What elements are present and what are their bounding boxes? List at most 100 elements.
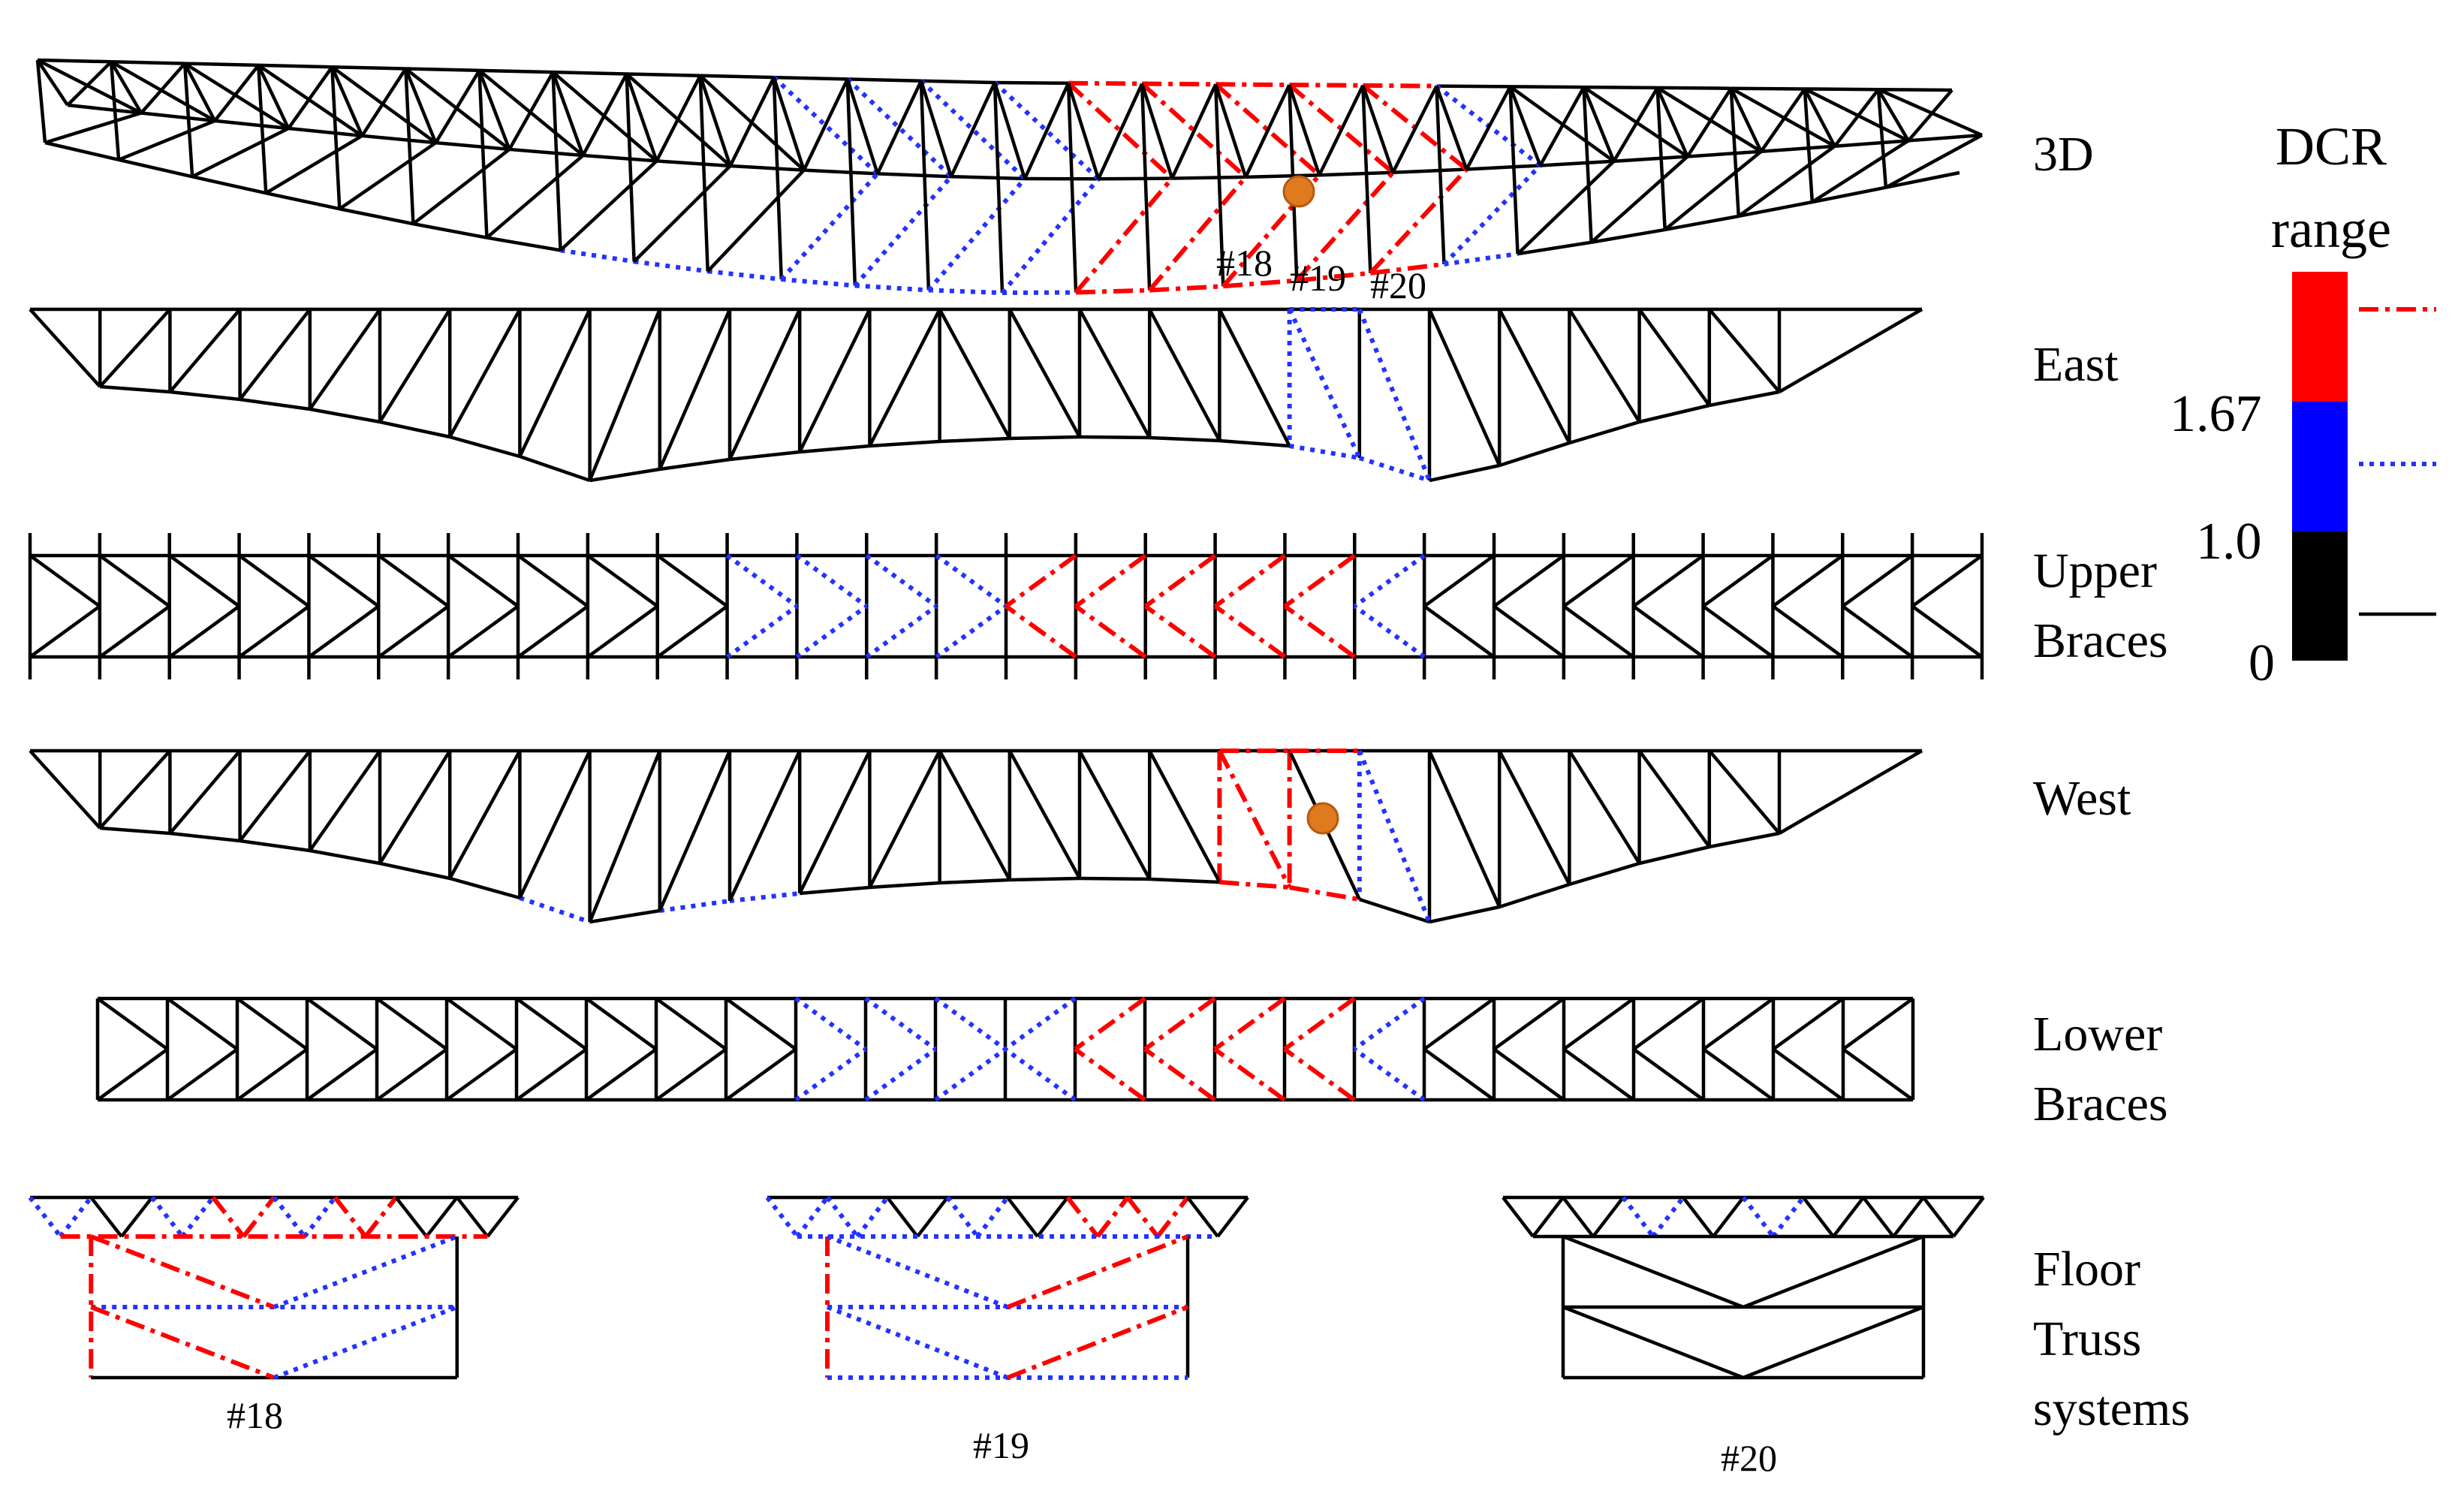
diagonal-member xyxy=(1218,308,1291,447)
3d-top-chord xyxy=(185,62,259,68)
3d-diagonal xyxy=(66,60,113,107)
3d-mid-chord xyxy=(1761,144,1836,154)
bottom-chord xyxy=(1219,438,1290,448)
3d-diagonal xyxy=(1465,86,1512,170)
bottom-chord xyxy=(1639,403,1710,424)
brace-diagonal xyxy=(29,604,101,658)
end-diagonal xyxy=(1778,749,1923,835)
diagonal-member xyxy=(1568,308,1641,423)
brace-diagonal xyxy=(864,996,937,1051)
brace-diagonal xyxy=(1353,996,1426,1051)
view-upper-braces xyxy=(28,533,1984,679)
3d-mid-chord xyxy=(67,103,142,115)
legend-band xyxy=(2292,532,2348,661)
3d-bottom-chord xyxy=(1370,261,1444,276)
bottom-chord xyxy=(309,407,381,424)
3d-mid-chord xyxy=(509,147,583,158)
3d-top-chord xyxy=(700,74,774,80)
brace-diagonal xyxy=(1632,604,1704,658)
floor-web xyxy=(1862,1196,1895,1238)
3d-diagonal xyxy=(1685,87,1733,158)
3d-vertical xyxy=(1140,83,1152,291)
diagonal-member xyxy=(1708,308,1781,393)
brace-diagonal xyxy=(515,1047,588,1101)
3d-top-chord xyxy=(1142,81,1216,87)
floor-web xyxy=(150,1196,185,1238)
3d-strut xyxy=(1288,84,1321,176)
diagonal-member xyxy=(98,308,172,388)
3d-strut xyxy=(477,70,511,150)
brace-diagonal xyxy=(1772,1047,1845,1101)
end-diagonal xyxy=(29,749,101,830)
3d-top-chord xyxy=(111,60,185,65)
3d-diagonal xyxy=(1214,83,1321,177)
3d-diagonal xyxy=(434,69,481,144)
3d-mid-chord xyxy=(1687,149,1761,158)
brace-diagonal xyxy=(377,554,450,608)
brace-diagonal xyxy=(1143,1047,1216,1102)
3d-diagonal xyxy=(1759,88,1806,153)
floor-web xyxy=(363,1196,398,1238)
brace-diagonal xyxy=(166,1047,239,1101)
3d-vertical xyxy=(1655,87,1667,230)
brace-diagonal xyxy=(586,554,659,608)
3d-strut xyxy=(551,71,585,156)
brace-diagonal xyxy=(1353,553,1426,608)
floor-web xyxy=(825,1196,860,1238)
brace-diagonal xyxy=(1283,996,1356,1051)
bottom-chord xyxy=(939,436,1010,444)
brace-diagonal xyxy=(1213,1047,1286,1102)
diagonal-member xyxy=(798,750,872,894)
floor-web xyxy=(1562,1196,1595,1238)
3d-vertical xyxy=(1361,85,1372,273)
3d-diagonal xyxy=(183,62,290,130)
diagonal-member xyxy=(378,749,452,865)
brace-diagonal xyxy=(1213,996,1286,1051)
3d-vertical xyxy=(625,74,636,262)
3d-vertical xyxy=(551,72,562,251)
brace-diagonal xyxy=(1143,996,1216,1051)
bottom-chord xyxy=(800,444,870,454)
brace-diagonal xyxy=(166,997,239,1051)
3d-bottom-chord xyxy=(1297,270,1371,283)
floor-brace xyxy=(826,1234,1009,1309)
brace-diagonal xyxy=(168,554,240,608)
brace-diagonal xyxy=(236,1047,309,1101)
bottom-chord xyxy=(309,848,381,866)
3d-diagonal xyxy=(1590,155,1689,244)
floor-web xyxy=(1741,1196,1776,1238)
3d-diagonal xyxy=(1244,84,1291,178)
label-east: East xyxy=(2033,337,2119,392)
3d-diagonal xyxy=(1074,176,1174,294)
brace-diagonal xyxy=(795,553,869,608)
bottom-chord xyxy=(869,881,940,890)
3d-strut xyxy=(1582,86,1616,162)
3d-diagonal xyxy=(1023,82,1071,179)
brace-diagonal xyxy=(1842,1047,1914,1101)
floor-web xyxy=(975,1196,1010,1238)
bottom-chord xyxy=(239,839,311,853)
floor-web xyxy=(120,1196,154,1238)
3d-bottom-chord xyxy=(1517,240,1592,256)
3d-vertical xyxy=(1213,84,1225,287)
3d-diagonal xyxy=(140,62,186,114)
diagonal-member xyxy=(238,749,312,842)
bottom-chord xyxy=(869,439,940,448)
bottom-chord xyxy=(449,435,521,459)
bottom-chord xyxy=(800,885,870,896)
brace-diagonal xyxy=(96,997,169,1051)
bottom-chord xyxy=(1219,880,1290,890)
brace-diagonal xyxy=(724,997,797,1051)
floor-web xyxy=(1216,1196,1249,1238)
brace-diagonal xyxy=(98,604,171,658)
3d-bottom-chord xyxy=(634,259,709,274)
floor-brace xyxy=(1562,1305,1744,1380)
3d-mid-chord xyxy=(583,153,657,163)
brace-diagonal xyxy=(1632,554,1704,608)
diagonal-member xyxy=(1357,749,1432,923)
3d-strut xyxy=(845,78,879,175)
3d-diagonal xyxy=(287,65,334,130)
legend-tick-0: 0 xyxy=(2249,634,2275,692)
3d-mid-chord xyxy=(1319,170,1393,177)
3d-mid-chord xyxy=(1246,173,1320,179)
